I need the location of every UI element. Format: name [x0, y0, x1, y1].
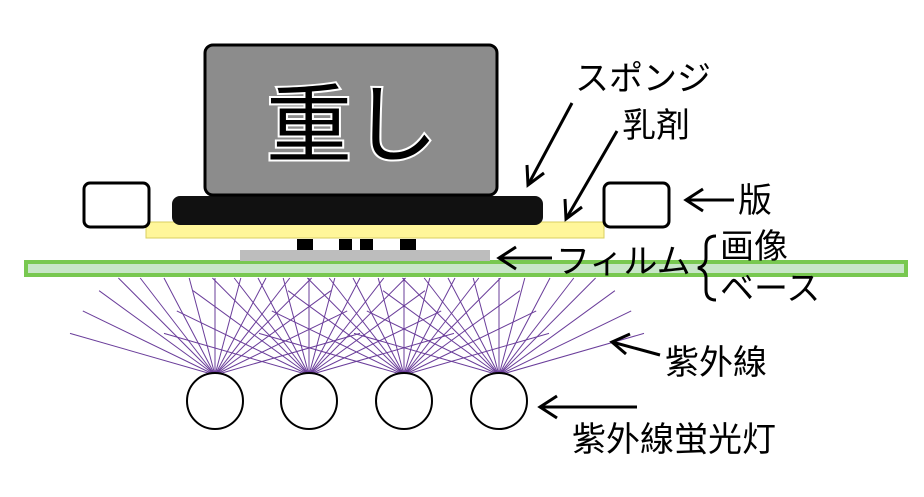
- uv-rays-label: 紫外線: [665, 343, 767, 383]
- film-layer: [240, 250, 490, 261]
- uv-ray-45: [353, 332, 500, 376]
- uv-ray-47: [382, 290, 500, 376]
- film-image-dots: [297, 239, 416, 250]
- uv-ray-26: [308, 277, 406, 376]
- uv-ray-56: [498, 277, 596, 376]
- uv-ray-18: [212, 277, 310, 376]
- uv-ray-11: [214, 277, 312, 376]
- uv-lamps: [186, 372, 528, 430]
- plate-frame: [82, 181, 671, 229]
- plate-left: [82, 181, 151, 229]
- uv-ray-13: [214, 310, 348, 376]
- uv-ray-27: [308, 290, 426, 376]
- image-dot-3: [360, 239, 373, 250]
- uv-ray-10: [214, 277, 291, 376]
- uv-lamp-label: 紫外線蛍光灯: [572, 420, 776, 460]
- uv-lamp-2: [280, 372, 338, 430]
- image-label: 画像: [720, 227, 788, 267]
- uv-rays-arrow-icon: [611, 340, 661, 357]
- uv-ray-36: [377, 277, 405, 376]
- image-dot-2: [339, 239, 352, 250]
- uv-ray-29: [308, 332, 455, 376]
- uv-lamp-3: [375, 372, 433, 430]
- uv-ray-58: [498, 310, 632, 376]
- uv-ray-19: [233, 277, 310, 376]
- uv-ray-54: [498, 277, 551, 376]
- uv-ray-42: [403, 290, 521, 376]
- uv-rays-arrowhead-icon: [609, 332, 631, 356]
- uv-ray-53: [498, 277, 526, 376]
- uv-ray-21: [282, 277, 310, 376]
- uv-ray-24: [308, 277, 361, 376]
- sponge: [172, 196, 543, 225]
- uv-ray-30: [258, 332, 405, 376]
- sponge-arrow-icon: [526, 102, 574, 186]
- uv-ray-41: [403, 277, 501, 376]
- weight-label: 重し: [266, 76, 438, 176]
- uv-lamp-arrowhead-icon: [537, 394, 558, 420]
- uv-ray-0: [69, 332, 216, 376]
- uv-ray-1: [82, 310, 216, 376]
- sponge-arrowhead-icon: [525, 164, 545, 188]
- uv-ray-31: [271, 310, 405, 376]
- plate-right: [602, 181, 671, 229]
- uv-ray-25: [308, 277, 385, 376]
- uv-ray-43: [403, 310, 537, 376]
- uv-ray-39: [403, 277, 456, 376]
- film-brace-icon: [697, 234, 717, 302]
- plate-label: 版: [738, 181, 772, 221]
- uv-ray-55: [498, 277, 575, 376]
- image-dot-4: [400, 239, 416, 250]
- uv-ray-17: [192, 290, 310, 376]
- uv-ray-48: [402, 277, 500, 376]
- image-dot-1: [297, 239, 313, 250]
- base-label: ベース: [720, 269, 820, 309]
- emulsion-label: 乳剤: [622, 106, 690, 146]
- uv-ray-57: [498, 290, 616, 376]
- uv-ray-8: [214, 277, 242, 376]
- uv-ray-6: [188, 277, 216, 376]
- plate-arrowhead-icon: [683, 187, 704, 213]
- uv-ray-33: [307, 277, 405, 376]
- uv-lamp-1: [186, 372, 244, 430]
- uv-ray-44: [403, 332, 550, 376]
- uv-ray-20: [257, 277, 310, 376]
- emulsion-arrowhead-icon: [563, 198, 583, 222]
- uv-ray-49: [423, 277, 500, 376]
- uv-ray-50: [447, 277, 500, 376]
- uv-ray-2: [98, 290, 216, 376]
- uv-ray-35: [352, 277, 405, 376]
- uv-rays: [69, 277, 645, 376]
- uv-ray-12: [214, 290, 332, 376]
- label-arrows: [496, 102, 734, 420]
- uv-ray-3: [118, 277, 216, 376]
- uv-ray-34: [328, 277, 405, 376]
- uv-ray-5: [163, 277, 216, 376]
- uv-ray-4: [139, 277, 216, 376]
- emulsion-arrow-icon: [564, 130, 619, 220]
- uv-ray-16: [176, 310, 310, 376]
- weight: [203, 43, 499, 197]
- sponge-label: スポンジ: [575, 59, 711, 99]
- uv-ray-38: [403, 277, 431, 376]
- uv-ray-51: [472, 277, 500, 376]
- uv-ray-59: [498, 332, 645, 376]
- uv-ray-15: [163, 332, 310, 376]
- uv-ray-9: [214, 277, 267, 376]
- base-layer: [24, 260, 908, 277]
- film-arrowhead-icon: [496, 245, 517, 271]
- uv-ray-23: [308, 277, 336, 376]
- uv-ray-46: [366, 310, 500, 376]
- uv-lamp-4: [470, 372, 528, 430]
- uv-ray-28: [308, 310, 442, 376]
- uv-ray-32: [287, 290, 405, 376]
- film-label: フィルム: [556, 242, 691, 282]
- uv-ray-40: [403, 277, 480, 376]
